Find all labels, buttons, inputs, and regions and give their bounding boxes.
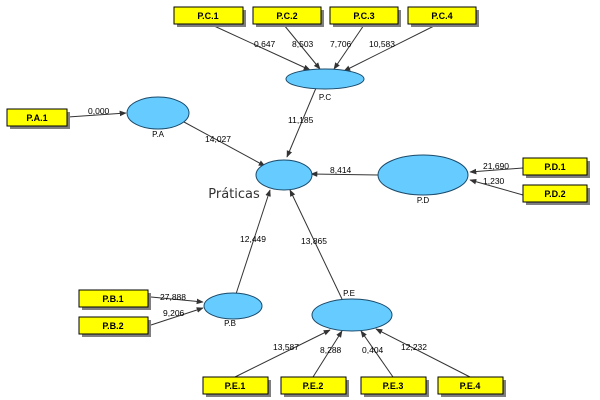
indicator-pd1[interactable]: P.D.1: [522, 157, 590, 178]
indicator-pb2-label: P.B.2: [102, 321, 123, 331]
indicator-pe3[interactable]: P.E.3: [360, 376, 429, 397]
loading-pd2: 1,230: [483, 176, 505, 186]
edge-pa1-pa: [67, 110, 127, 118]
edge-pa-praticas: [183, 121, 266, 167]
loading-pc1: 0,647: [254, 39, 276, 49]
coef-pd-praticas: 8,414: [330, 165, 352, 175]
loading-pe4: 12,232: [401, 342, 427, 352]
edge-pc-praticas: [286, 87, 317, 158]
indicator-pa1-label: P.A.1: [26, 113, 47, 123]
loading-pc2: 8,503: [292, 39, 314, 49]
construct-pa-label: P.A: [152, 130, 165, 139]
edge-pd-praticas: [310, 171, 379, 177]
indicator-pe2[interactable]: P.E.2: [280, 376, 349, 397]
coef-pc-praticas: 11,185: [288, 115, 314, 125]
edge-pc2-pc: [283, 24, 321, 70]
indicator-pc2[interactable]: P.C.2: [252, 6, 324, 27]
indicator-pe4-label: P.E.4: [460, 381, 481, 391]
edge-pd1-pd: [469, 167, 524, 175]
construct-pa[interactable]: [126, 96, 190, 130]
construct-pb-label: P.B: [224, 319, 236, 328]
indicator-pc4[interactable]: P.C.4: [407, 6, 479, 27]
edge-pe4-pe: [375, 328, 471, 378]
loading-pd1: 21,690: [483, 161, 509, 171]
indicator-pc1-label: P.C.1: [197, 11, 218, 21]
construct-praticas-label: Práticas: [208, 187, 260, 202]
indicator-pc3[interactable]: P.C.3: [329, 6, 401, 27]
construct-pd[interactable]: [377, 154, 469, 196]
indicator-pc3-label: P.C.3: [353, 11, 374, 21]
loading-pc4: 10,583: [369, 39, 395, 49]
indicator-pb1-label: P.B.1: [102, 294, 123, 304]
construct-pe[interactable]: [311, 298, 393, 332]
indicator-pc4-label: P.C.4: [431, 11, 452, 21]
indicator-pb1[interactable]: P.B.1: [78, 289, 151, 310]
indicator-pe4[interactable]: P.E.4: [437, 376, 506, 397]
coef-pe-praticas: 13,865: [301, 236, 327, 246]
edge-pe1-pe: [234, 329, 331, 378]
loading-pe2: 8,288: [320, 345, 342, 355]
construct-pd-label: P.D: [417, 196, 430, 205]
loading-pb2: 9,206: [163, 308, 185, 318]
indicator-pa1[interactable]: P.A.1: [6, 108, 70, 129]
indicator-pe1-label: P.E.1: [225, 381, 246, 391]
construct-pc-label: P.C: [319, 93, 332, 102]
coef-pa-praticas: 14,027: [205, 134, 231, 144]
edge-pe-praticas: [289, 189, 343, 300]
indicator-pe1[interactable]: P.E.1: [202, 376, 271, 397]
edge-pe3-pe: [360, 330, 394, 378]
construct-pc[interactable]: [285, 68, 365, 90]
coef-pb-praticas: 12,449: [240, 234, 266, 244]
edge-pb2-pb: [150, 307, 204, 326]
loading-pe1: 13,587: [273, 342, 299, 352]
construct-praticas[interactable]: [255, 159, 313, 191]
indicator-pd2[interactable]: P.D.2: [522, 184, 590, 205]
edge-pb1-pb: [150, 296, 204, 305]
loading-pc3: 7,706: [330, 39, 352, 49]
edge-pe2-pe: [312, 330, 343, 378]
indicator-pe2-label: P.E.2: [303, 381, 324, 391]
construct-pb[interactable]: [203, 292, 263, 320]
indicator-pe3-label: P.E.3: [383, 381, 404, 391]
edge-pc4-pc: [343, 24, 437, 72]
indicator-pb2[interactable]: P.B.2: [78, 316, 151, 337]
indicator-pd2-label: P.D.2: [544, 189, 565, 199]
indicator-pd1-label: P.D.1: [544, 162, 565, 172]
construct-pe-label: P.E: [343, 289, 355, 298]
indicator-pc2-label: P.C.2: [276, 11, 297, 21]
edge-pc3-pc: [333, 24, 365, 70]
loading-pb1: 27,888: [160, 292, 186, 302]
loading-pe3: 0,404: [362, 345, 384, 355]
loading-pa1: 0,000: [88, 106, 110, 116]
edge-pc1-pc: [211, 24, 311, 71]
edge-pd2-pd: [469, 179, 524, 196]
indicator-pc1[interactable]: P.C.1: [173, 6, 246, 27]
edge-pb-praticas: [235, 189, 271, 295]
